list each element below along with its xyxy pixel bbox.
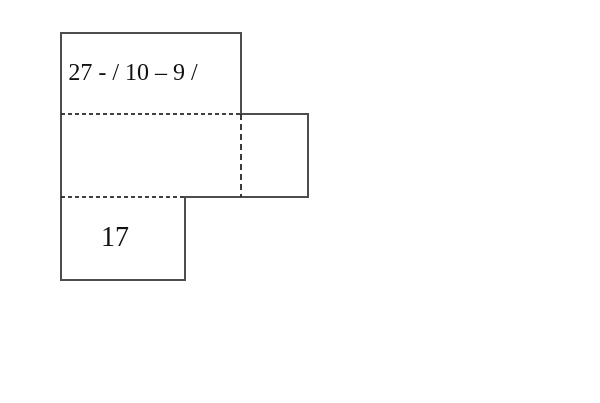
number-label: 17	[101, 222, 129, 253]
composite-shape-outline	[60, 32, 309, 281]
expression-label: 27 - / 10 – 9 /	[68, 60, 198, 86]
